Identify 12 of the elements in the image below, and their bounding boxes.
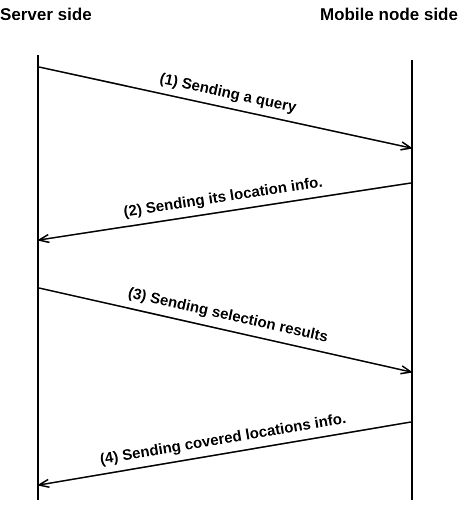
edge-label: (3) Sending selection results [127,286,330,346]
lifeline-heading: Mobile node side [320,4,458,26]
lifeline-heading: Server side [0,4,92,26]
message-arrow [38,66,412,151]
message-arrow [38,421,412,488]
edge-label: (1) Sending a query [158,70,298,115]
message-arrow [38,287,412,374]
edge-label: (4) Sending covered locations info. [98,410,347,467]
message-arrow [38,182,412,244]
lifeline [411,60,413,500]
lifeline [37,55,39,500]
edge-label: (2) Sending its location info. [122,174,324,220]
